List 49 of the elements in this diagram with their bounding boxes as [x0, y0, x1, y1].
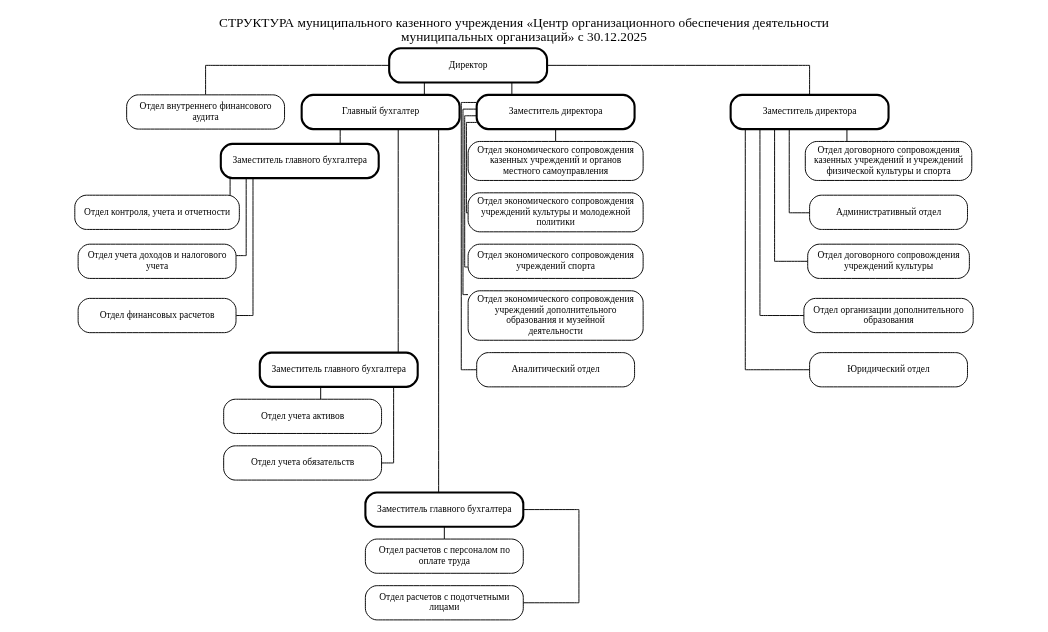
node-box: Заместитель директора: [475, 93, 636, 131]
node-box: Отдел экономического сопровождения учреждений спорта: [467, 243, 644, 279]
node-box: Отдел организации дополнительного образования: [803, 297, 974, 334]
connector: [846, 128, 848, 142]
connector: [511, 82, 513, 96]
connector: [759, 128, 805, 316]
node-box: Отдел расчетов с персоналом по оплате труда: [364, 538, 524, 574]
diagram-title: СТРУКТУРА муниципального казенного учреждения «Центр организационного обеспечения деятельности муниципальных организаций» с 30.12.2025: [219, 14, 829, 44]
connector: [774, 128, 809, 262]
node-box: Директор: [388, 47, 549, 84]
node-box: Отдел учета доходов и налогового учета: [77, 243, 237, 279]
connector: [423, 82, 425, 96]
connector: [339, 128, 341, 145]
node-box: Заместитель директора: [729, 93, 890, 131]
node-box: Отдел финансовых расчетов: [77, 297, 237, 334]
connector: [320, 386, 322, 400]
connector: [205, 64, 390, 96]
connector: [460, 102, 477, 371]
node-box: Административный отдел: [809, 194, 968, 230]
node-box: Отдел внутреннего финансового аудита: [126, 94, 285, 130]
connector: [443, 526, 445, 540]
connector: [465, 121, 478, 214]
connector: [462, 108, 478, 296]
node-box: Аналитический отдел: [476, 352, 636, 388]
connector: [397, 128, 399, 353]
connector: [546, 64, 811, 96]
connector: [438, 128, 440, 493]
node-box: Отдел контроля, учета и отчетности: [74, 194, 240, 230]
node-box: Отдел договорного сопровождения казенных учреждений и учреждений физической культуры и спорта: [804, 141, 973, 181]
node-box: Отдел учета активов: [223, 398, 383, 434]
connector: [235, 177, 254, 316]
connector: [788, 129, 811, 214]
connector: [464, 115, 478, 268]
node-box: Отдел учета обязательств: [223, 445, 383, 481]
node-box: Отдел экономического сопровождения казенных учреждений и органов местного самоуправления: [467, 141, 644, 181]
connector: [522, 509, 580, 604]
node-box: Заместитель главного бухгалтера: [258, 351, 419, 388]
connector: [229, 177, 231, 196]
node-box: Отдел экономического сопровождения учреждений дополнительного образования и музейной деятельности: [467, 290, 644, 341]
node-box: Отдел расчетов с подотчетными лицами: [364, 585, 524, 621]
node-box: Отдел договорного сопровождения учреждений культуры: [807, 243, 970, 279]
node-box: Заместитель главного бухгалтера: [364, 491, 525, 528]
connector: [555, 128, 557, 142]
node-box: Отдел экономического сопровождения учреждений культуры и молодежной политики: [467, 192, 644, 233]
node-box: Юридический отдел: [809, 352, 968, 388]
node-box: Главный бухгалтер: [300, 93, 461, 131]
node-box: Заместитель главного бухгалтера: [219, 142, 380, 180]
connector: [744, 128, 810, 371]
connector: [235, 177, 247, 257]
